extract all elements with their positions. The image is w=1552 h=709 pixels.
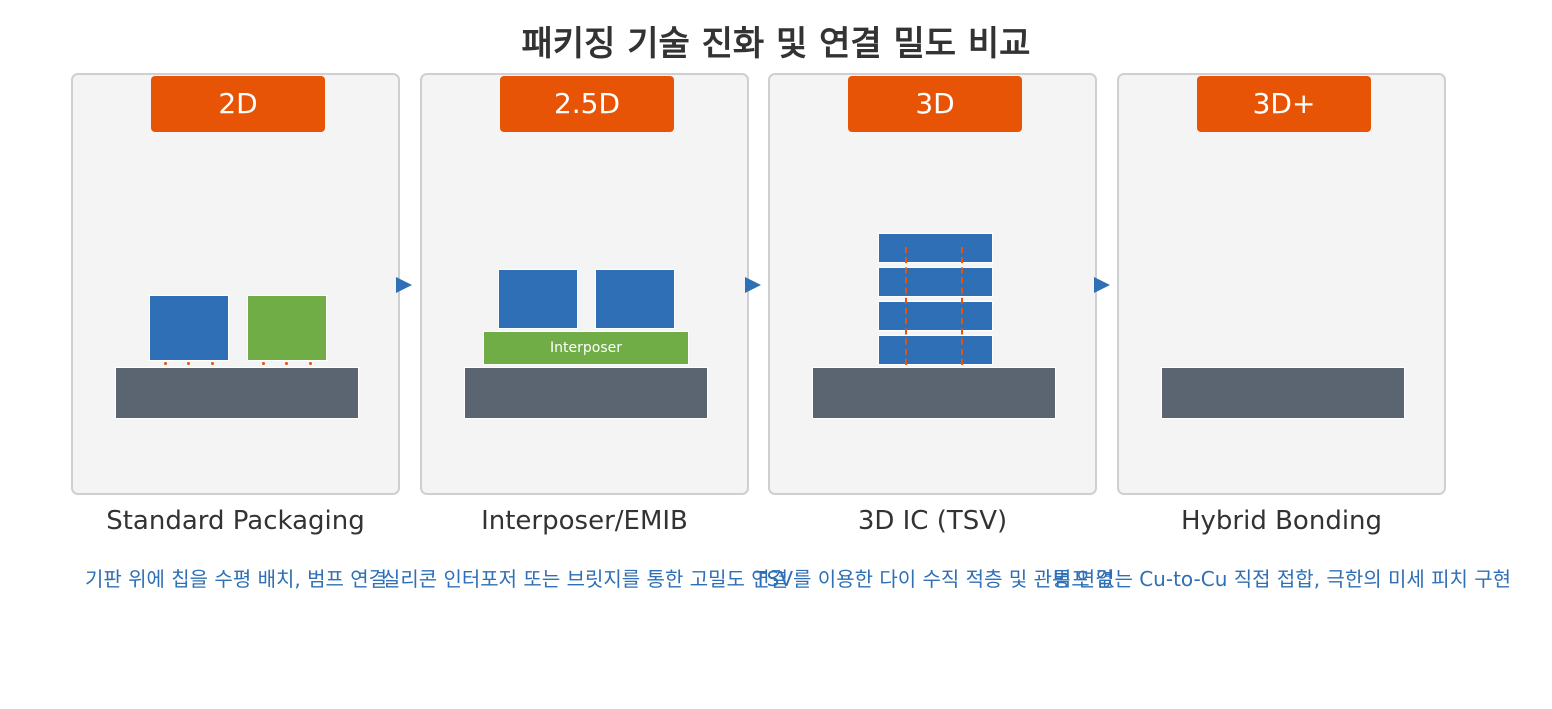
substrate: [464, 367, 708, 419]
solder-bump: [211, 362, 214, 365]
interposer-layer: Interposer: [483, 331, 689, 365]
solder-bump: [309, 362, 312, 365]
stage-panel-2d: 2D: [71, 73, 400, 495]
stage-caption: 3D IC (TSV): [857, 506, 1008, 536]
solder-bump: [262, 362, 265, 365]
stage-panel-3d-plus: 3D+: [1117, 73, 1446, 495]
stage-caption: Standard Packaging: [106, 506, 365, 536]
arrow-right-icon: [1094, 277, 1110, 293]
stacked-die: [878, 267, 993, 297]
chip-die-1: [498, 269, 578, 329]
tsv-via: [961, 247, 963, 365]
stacked-die: [878, 233, 993, 263]
stacked-die: [878, 335, 993, 365]
stage-panel-2-5d: 2.5D Interposer: [420, 73, 749, 495]
stage-caption: Hybrid Bonding: [1180, 506, 1383, 536]
tsv-via: [905, 247, 907, 365]
diagram-title: 패키징 기술 진화 및 연결 밀도 비교: [521, 24, 1031, 64]
substrate: [812, 367, 1056, 419]
stage-description: 범프 없는 Cu-to-Cu 직접 접합, 극한의 미세 피치 구현: [1052, 567, 1512, 591]
solder-bump: [164, 362, 167, 365]
stage-description: 실리콘 인터포저 또는 브릿지를 통한 고밀도 연결: [381, 567, 789, 591]
solder-bump: [285, 362, 288, 365]
stage-caption: Interposer/EMIB: [481, 506, 688, 536]
arrow-right-icon: [396, 277, 412, 293]
solder-bump: [187, 362, 190, 365]
stage-description: 기판 위에 칩을 수평 배치, 범프 연결: [84, 567, 388, 591]
stage-description: TSV를 이용한 다이 수직 적층 및 관통 연결: [754, 567, 1114, 591]
stage-panel-3d: 3D: [768, 73, 1097, 495]
stage-badge: 3D+: [1197, 76, 1371, 132]
chip-die-2: [247, 295, 327, 361]
substrate: [115, 367, 359, 419]
chip-die-2: [595, 269, 675, 329]
stacked-die: [878, 301, 993, 331]
arrow-right-icon: [745, 277, 761, 293]
stage-badge: 3D: [848, 76, 1022, 132]
substrate: [1161, 367, 1405, 419]
chip-die-1: [149, 295, 229, 361]
stage-badge: 2D: [151, 76, 325, 132]
stage-badge: 2.5D: [500, 76, 674, 132]
